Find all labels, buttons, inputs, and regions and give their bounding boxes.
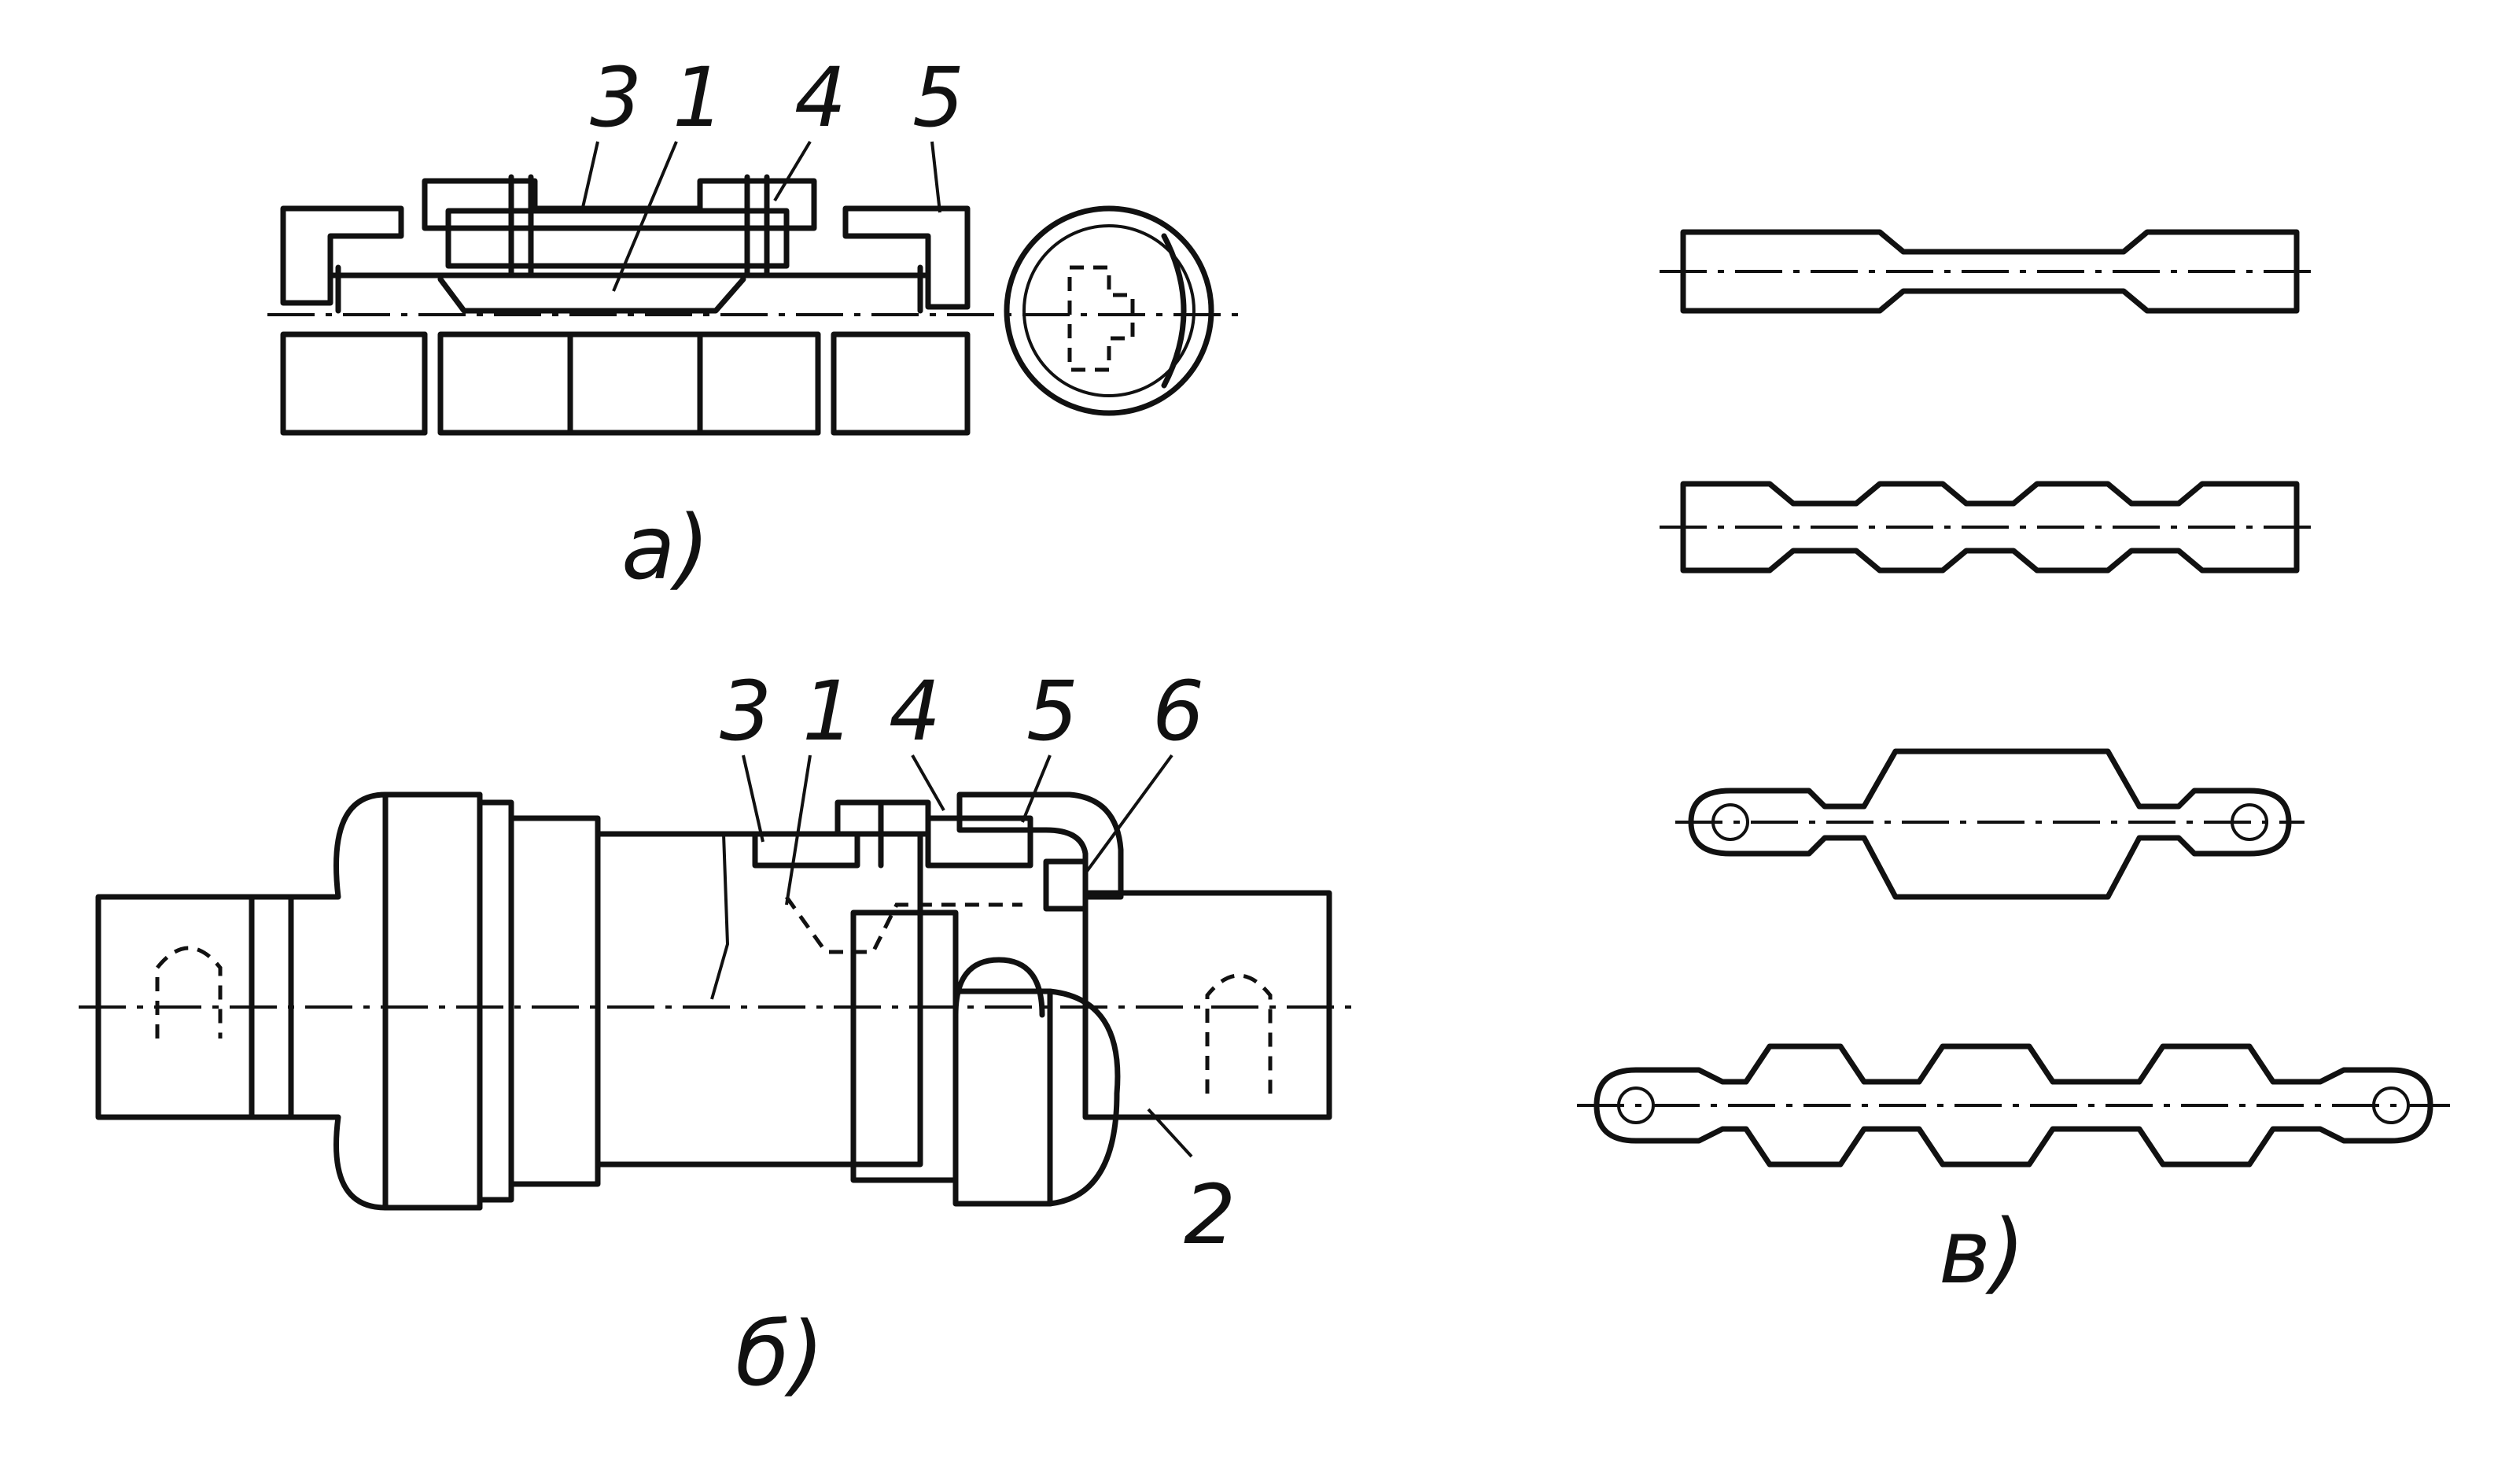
- figure-a-housing: [267, 174, 1243, 316]
- figure-c-strip-1: [1660, 229, 2320, 314]
- figure-a-callout-4: 4: [794, 50, 846, 146]
- figure-a-callout-1: 1: [672, 50, 724, 146]
- figure-b-callout-2: 2: [1184, 1167, 1236, 1263]
- figure-c-strip-4: [1577, 1043, 2450, 1168]
- figure-b-leaders: [742, 754, 1193, 1158]
- figure-b-callout-3: 3: [720, 663, 772, 759]
- figure-a: 3 1 4 5 а): [267, 50, 1243, 599]
- figure-b-callout-4: 4: [889, 663, 941, 759]
- figure-a-leaders: [580, 140, 941, 292]
- figure-c: в): [1577, 229, 2450, 1304]
- figure-a-callout-5: 5: [912, 50, 964, 146]
- figure-c-strip-2: [1660, 481, 2320, 574]
- figure-a-barrels: [280, 331, 971, 436]
- figure-c-caption: в): [1939, 1201, 2025, 1304]
- figure-b: 3 1 4 5 6 2 б): [79, 663, 1353, 1406]
- figure-b-caption: б): [735, 1304, 824, 1406]
- figure-a-end-view: [1004, 205, 1214, 416]
- figure-b-callout-5: 5: [1026, 663, 1078, 759]
- figure-c-strip-3: [1675, 748, 2304, 900]
- figure-b-callout-1: 1: [802, 663, 854, 759]
- figure-a-caption: а): [621, 497, 709, 599]
- figure-b-callout-6: 6: [1152, 663, 1204, 759]
- figure-a-callout-3: 3: [590, 50, 642, 146]
- right-fork: [1082, 890, 1332, 1120]
